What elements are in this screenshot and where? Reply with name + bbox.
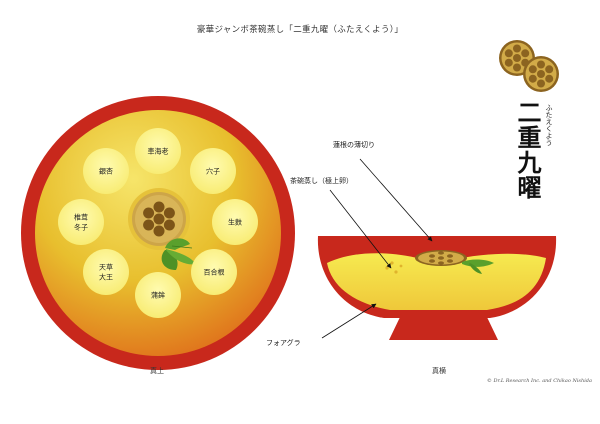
side-view-diagram: 蓮根の薄切り 茶碗蒸し（極上卵） フォアグラ bbox=[266, 140, 557, 347]
ingredient-item: 車海老 bbox=[135, 128, 181, 174]
ingredient-circle bbox=[83, 148, 129, 194]
page-title: 豪華ジャンボ茶碗蒸し「二重九曜（ふたえくよう）」 bbox=[196, 25, 404, 35]
custard-fill bbox=[327, 253, 546, 310]
ingredient-circle bbox=[191, 249, 237, 295]
side-leaf-stem-icon bbox=[469, 263, 482, 274]
ingredient-label: 冬子 bbox=[74, 223, 88, 232]
ingredient-circle bbox=[212, 199, 258, 245]
annotation-foie: フォアグラ bbox=[266, 338, 301, 347]
lotus-arrow bbox=[359, 158, 433, 242]
brand-reading: ふたえくよう bbox=[545, 104, 553, 146]
ingredient-circle bbox=[58, 199, 104, 245]
custard-dot bbox=[394, 270, 398, 274]
ingredient-label: 穴子 bbox=[206, 167, 220, 176]
custard-arrow bbox=[329, 189, 392, 269]
ingredient-label: 蒲鉾 bbox=[151, 291, 165, 300]
ingredient-label: 椎茸 bbox=[74, 213, 88, 222]
brand-name: 二重九曜 bbox=[513, 100, 542, 200]
ingredient-circle bbox=[190, 148, 236, 194]
side-lotus-icon bbox=[415, 250, 467, 266]
ingredient-item: 生麩 bbox=[212, 199, 258, 245]
custard-dot bbox=[399, 264, 403, 268]
ingredient-item: 穴子 bbox=[190, 148, 236, 194]
ingredient-item: 銀杏 bbox=[83, 148, 129, 194]
custard-dot bbox=[385, 266, 389, 270]
annotation-lotus: 蓮根の薄切り bbox=[333, 140, 375, 149]
foie-arrow bbox=[321, 303, 377, 339]
ingredient-item: 百合根 bbox=[191, 249, 237, 295]
ingredient-circle bbox=[135, 272, 181, 318]
ingredient-label: 銀杏 bbox=[99, 167, 113, 176]
ingredient-circle bbox=[135, 128, 181, 174]
mitsuba-leaf-icon bbox=[161, 238, 196, 270]
center-lotus-icon bbox=[128, 188, 190, 250]
side-view-caption: 真横 bbox=[432, 367, 446, 375]
ingredient-label: 大王 bbox=[99, 273, 113, 282]
ingredient-label: 天草 bbox=[99, 263, 113, 272]
copyright-text: © Dr.L Research Inc. and Chikao Nishida bbox=[486, 378, 592, 384]
ingredient-item: 蒲鉾 bbox=[135, 272, 181, 318]
ingredient-label: 生麩 bbox=[228, 218, 242, 227]
bowl-foot bbox=[389, 313, 498, 340]
ingredient-label: 車海老 bbox=[148, 147, 169, 156]
custard-dot bbox=[390, 261, 394, 265]
emblem-lotus-icon bbox=[499, 40, 559, 92]
ingredient-circle bbox=[83, 249, 129, 295]
top-view-caption: 真上 bbox=[150, 367, 164, 375]
annotation-custard: 茶碗蒸し（極上卵） bbox=[290, 176, 353, 185]
ingredient-label: 百合根 bbox=[204, 268, 225, 277]
